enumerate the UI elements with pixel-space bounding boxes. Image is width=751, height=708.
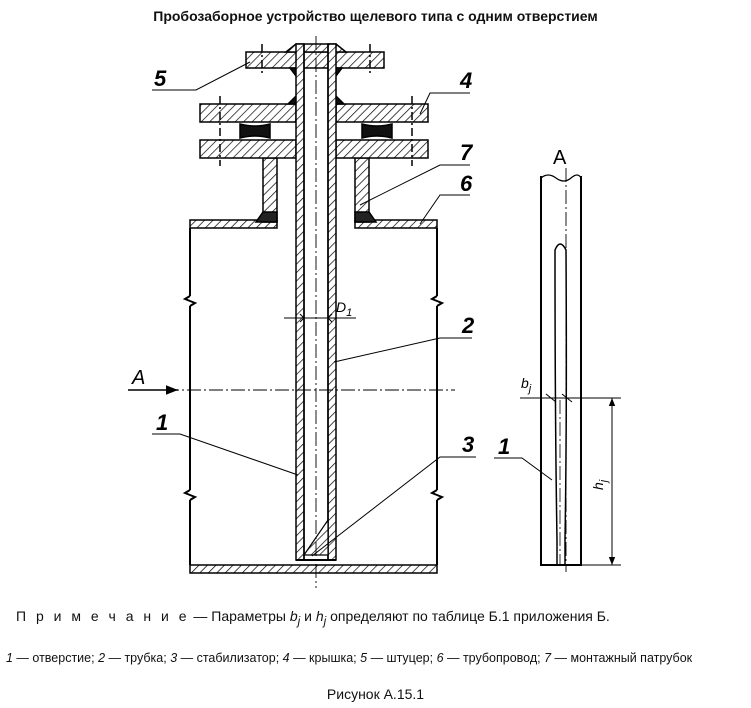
- bj-label: bj: [521, 375, 532, 395]
- side-view: [540, 174, 582, 566]
- figure-caption: Рисунок А.15.1: [326, 686, 425, 702]
- legend: 1 — отверстие; 2 — трубка; 3 — стабилиза…: [6, 651, 693, 665]
- d1-label: D1: [336, 299, 352, 319]
- device-drawing: А D1 5 4 7 6 2 3 1 А bj: [128, 36, 621, 588]
- svg-text:А: А: [131, 367, 145, 389]
- side-callout-1: 1: [498, 434, 510, 459]
- legend-num: 5: [360, 651, 368, 665]
- legend-num: 6: [436, 651, 444, 665]
- note: П р и м е ч а н и е — Параметры bj и hj …: [16, 608, 610, 628]
- legend-num: 2: [98, 651, 106, 665]
- cover-flanges: [199, 94, 429, 166]
- callout-leaders: [152, 61, 553, 557]
- d1-dimension: [284, 313, 356, 323]
- callout-2: 2: [461, 313, 475, 338]
- legend-num: 4: [282, 651, 290, 665]
- tube: [295, 43, 337, 561]
- hj-label: hj: [590, 479, 610, 490]
- pipeline-walls: [189, 219, 438, 574]
- callout-7: 7: [460, 140, 474, 165]
- section-arrow-a: А: [128, 367, 178, 395]
- callout-5: 5: [154, 66, 167, 91]
- legend-num: 7: [544, 651, 552, 665]
- page-title: Пробозаборное устройство щелевого типа с…: [153, 8, 598, 24]
- legend-num: 3: [170, 651, 178, 665]
- pipe-body: [182, 228, 445, 565]
- bj-dimension: [520, 393, 621, 403]
- view-a-label: А: [553, 147, 567, 169]
- fitting: [245, 43, 385, 78]
- callout-1: 1: [156, 410, 168, 435]
- hj-dimension: [582, 398, 621, 566]
- callout-3: 3: [462, 432, 474, 457]
- legend-num: 1: [6, 651, 13, 665]
- callout-6: 6: [460, 171, 473, 196]
- callout-4: 4: [459, 68, 472, 93]
